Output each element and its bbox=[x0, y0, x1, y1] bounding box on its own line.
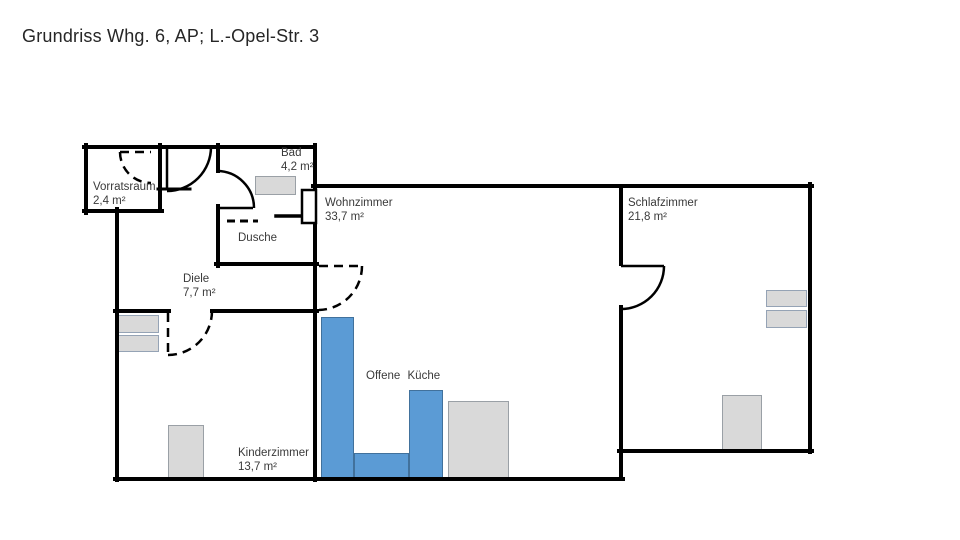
room-area: 7,7 m² bbox=[183, 287, 216, 299]
bath-fixture bbox=[255, 176, 296, 195]
kitchen-counter-left bbox=[321, 317, 354, 478]
kinderzimmer-window-radiator-bottom bbox=[118, 335, 159, 352]
kueche-door-swing-arc bbox=[318, 265, 364, 312]
kitchen-counter-bottom bbox=[354, 453, 409, 478]
room-name: Kinderzimmer bbox=[238, 447, 309, 459]
room-label-dusche: Dusche bbox=[238, 231, 277, 245]
room-area: 4,2 m² bbox=[281, 161, 314, 173]
room-area: 13,7 m² bbox=[238, 461, 277, 473]
schlafzimmer-window-radiator-bottom bbox=[766, 310, 807, 328]
room-name: Dusche bbox=[238, 232, 277, 244]
room-label-wohnzimmer: Wohnzimmer 33,7 m² bbox=[325, 196, 393, 224]
kitchen-counter-right bbox=[409, 390, 443, 478]
entry-door-swing-arc bbox=[166, 146, 213, 193]
room-name: Wohnzimmer bbox=[325, 197, 393, 209]
room-name: Bad bbox=[281, 147, 302, 159]
room-name: Diele bbox=[183, 273, 210, 285]
room-label-bad: Bad 4,2 m² bbox=[281, 146, 314, 174]
room-area: 2,4 m² bbox=[93, 195, 126, 207]
kinderzimmer-window-radiator-top bbox=[118, 315, 159, 333]
chimney-duct-box bbox=[300, 188, 318, 225]
room-area: 21,8 m² bbox=[628, 211, 667, 223]
room-area: 33,7 m² bbox=[325, 211, 364, 223]
doors-solid bbox=[165, 146, 666, 311]
schlafzimmer-door-swing-arc bbox=[620, 265, 666, 311]
room-label-kinderzimmer: Kinderzimmer 13,7 m² bbox=[238, 446, 309, 474]
kitchen-appliance-block bbox=[448, 401, 509, 478]
room-name: Offene Küche bbox=[366, 370, 441, 382]
vorratsraum-door-swing-arc bbox=[118, 151, 152, 185]
schlafzimmer-bed bbox=[722, 395, 762, 450]
kinderzimmer-bed bbox=[168, 425, 204, 478]
room-label-vorratsraum: Vorratsraum 2,4 m² bbox=[93, 180, 156, 208]
room-name: Schlafzimmer bbox=[628, 197, 698, 209]
page-title: Grundriss Whg. 6, AP; L.-Opel-Str. 3 bbox=[22, 26, 320, 46]
room-label-offene-kueche: Offene Küche bbox=[366, 369, 440, 383]
kinderzimmer-door-swing-arc bbox=[167, 310, 214, 357]
bad-door-swing-arc bbox=[216, 169, 256, 209]
room-label-schlafzimmer: Schlafzimmer 21,8 m² bbox=[628, 196, 698, 224]
room-name: Vorratsraum bbox=[93, 181, 156, 193]
schlafzimmer-window-radiator-top bbox=[766, 290, 807, 307]
room-label-diele: Diele 7,7 m² bbox=[183, 272, 216, 300]
